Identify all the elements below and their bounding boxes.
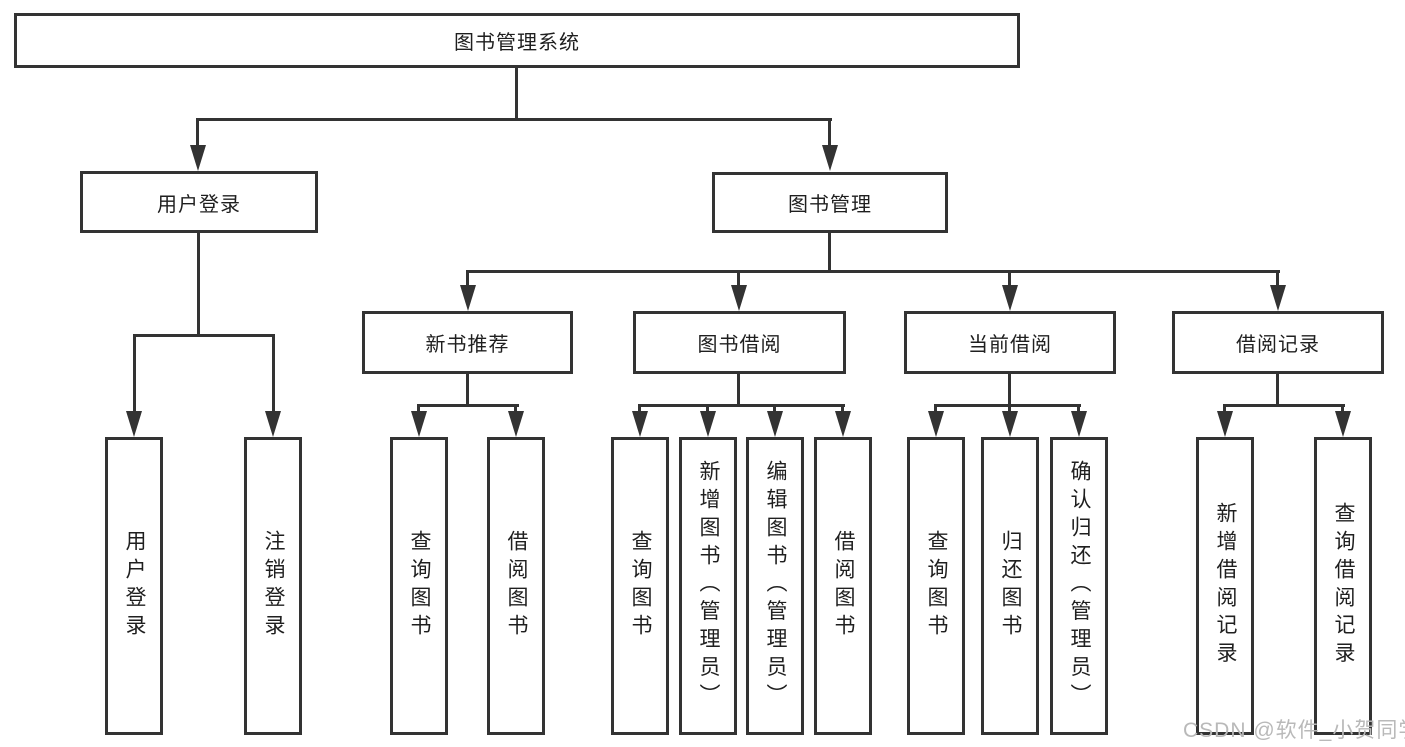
leaf-return-book-label: 归还图书 — [999, 530, 1023, 642]
leaf-query-books-borrow-label: 查询图书 — [629, 530, 653, 642]
leaf-edit-book-admin: 编辑图书（管理员） — [746, 437, 804, 735]
connector-line — [514, 407, 517, 413]
arrow-down-icon — [1002, 285, 1018, 311]
node-new-book-recommend: 新书推荐 — [362, 311, 573, 374]
arrow-down-icon — [928, 411, 944, 437]
connector-line — [196, 118, 832, 121]
connector-line — [1008, 407, 1011, 413]
connector-line — [197, 233, 200, 336]
connector-line — [706, 407, 709, 413]
leaf-add-book-admin: 新增图书（管理员） — [679, 437, 737, 735]
arrow-down-icon — [767, 411, 783, 437]
connector-line — [737, 273, 740, 287]
leaf-user-login-label: 用户登录 — [123, 530, 147, 642]
node-book-management-label: 图书管理 — [788, 194, 872, 216]
connector-line — [1276, 374, 1279, 407]
arrow-down-icon — [1071, 411, 1087, 437]
node-current-borrowing: 当前借阅 — [904, 311, 1116, 374]
connector-line — [1008, 374, 1011, 407]
node-root: 图书管理系统 — [14, 13, 1020, 68]
leaf-query-borrow-record-label: 查询借阅记录 — [1332, 502, 1356, 670]
connector-line — [737, 374, 740, 407]
node-new-book-recommend-label: 新书推荐 — [425, 334, 510, 356]
connector-line — [272, 337, 275, 413]
arrow-down-icon — [1270, 285, 1286, 311]
leaf-confirm-return-admin: 确认归还（管理员） — [1050, 437, 1108, 735]
leaf-return-book: 归还图书 — [981, 437, 1039, 735]
leaf-query-books-newbook: 查询图书 — [390, 437, 448, 735]
leaf-query-borrow-record: 查询借阅记录 — [1314, 437, 1372, 735]
leaf-edit-book-admin-label: 编辑图书（管理员） — [764, 460, 788, 712]
leaf-borrow-books-borrow-label: 借阅图书 — [832, 530, 856, 642]
connector-line — [466, 270, 1280, 273]
connector-line — [1276, 273, 1279, 287]
node-root-label: 图书管理系统 — [454, 32, 580, 54]
connector-line — [1008, 273, 1011, 287]
arrow-down-icon — [700, 411, 716, 437]
arrow-down-icon — [265, 411, 281, 437]
connector-line — [841, 407, 844, 413]
arrow-down-icon — [822, 145, 838, 171]
connector-line — [934, 407, 937, 413]
node-book-borrowing-label: 图书借阅 — [697, 334, 782, 356]
leaf-logout-label: 注销登录 — [262, 530, 286, 642]
leaf-user-login: 用户登录 — [105, 437, 163, 735]
arrow-down-icon — [190, 145, 206, 171]
connector-line — [638, 407, 641, 413]
connector-line — [417, 407, 420, 413]
leaf-query-books-borrow: 查询图书 — [611, 437, 669, 735]
arrow-down-icon — [1217, 411, 1233, 437]
arrow-down-icon — [731, 285, 747, 311]
arrow-down-icon — [835, 411, 851, 437]
node-current-borrowing-label: 当前借阅 — [968, 334, 1052, 356]
leaf-confirm-return-admin-label: 确认归还（管理员） — [1068, 460, 1092, 712]
node-user-login-label: 用户登录 — [157, 193, 241, 216]
connector-line — [638, 404, 845, 407]
leaf-query-books-newbook-label: 查询图书 — [408, 530, 432, 642]
arrow-down-icon — [1002, 411, 1018, 437]
connector-line — [196, 121, 199, 147]
leaf-borrow-books-newbook-label: 借阅图书 — [505, 530, 529, 642]
arrow-down-icon — [508, 411, 524, 437]
leaf-logout: 注销登录 — [244, 437, 302, 735]
connector-line — [1341, 407, 1344, 413]
leaf-query-books-current: 查询图书 — [907, 437, 965, 735]
connector-line — [133, 334, 275, 337]
node-book-management: 图书管理 — [712, 172, 948, 233]
leaf-borrow-books-borrow: 借阅图书 — [814, 437, 872, 735]
connector-line — [466, 374, 469, 407]
connector-line — [934, 404, 1081, 407]
connector-line — [828, 121, 831, 147]
arrow-down-icon — [411, 411, 427, 437]
connector-line — [1223, 404, 1345, 407]
leaf-borrow-books-newbook: 借阅图书 — [487, 437, 545, 735]
connector-line — [466, 273, 469, 287]
leaf-add-borrow-record-label: 新增借阅记录 — [1214, 502, 1238, 670]
arrow-down-icon — [632, 411, 648, 437]
watermark: CSDN @软件_小贺同学 — [1183, 719, 1405, 742]
node-user-login: 用户登录 — [80, 171, 318, 233]
connector-line — [1223, 407, 1226, 413]
node-borrowing-records: 借阅记录 — [1172, 311, 1384, 374]
arrow-down-icon — [1335, 411, 1351, 437]
connector-line — [773, 407, 776, 413]
connector-line — [515, 68, 518, 121]
connector-line — [133, 337, 136, 413]
connector-line — [417, 404, 519, 407]
node-borrowing-records-label: 借阅记录 — [1236, 334, 1320, 356]
arrow-down-icon — [460, 285, 476, 311]
connector-line — [828, 233, 831, 273]
arrow-down-icon — [126, 411, 142, 437]
leaf-add-book-admin-label: 新增图书（管理员） — [697, 460, 721, 712]
leaf-query-books-current-label: 查询图书 — [925, 530, 949, 642]
node-book-borrowing: 图书借阅 — [633, 311, 846, 374]
connector-line — [1077, 407, 1080, 413]
leaf-add-borrow-record: 新增借阅记录 — [1196, 437, 1254, 735]
